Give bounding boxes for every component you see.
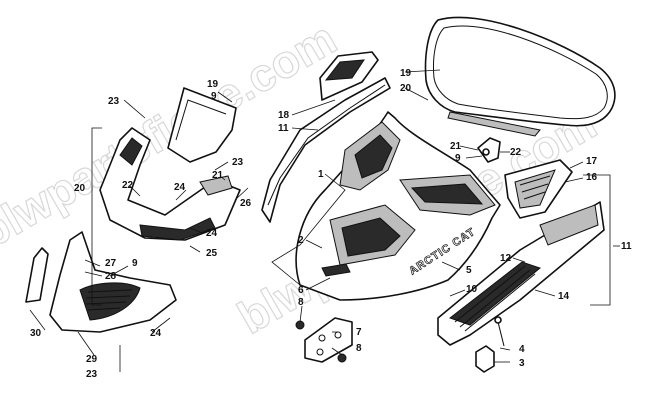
- skid-bracket-part: [304, 317, 353, 363]
- callout-9-headlight: 9: [211, 91, 217, 102]
- callout-12: 14: [558, 291, 570, 302]
- nut-parts: [295, 320, 347, 363]
- callout-23-mid: 23: [232, 157, 244, 168]
- callout-23-top: 23: [108, 96, 120, 107]
- callout-7: 7: [356, 327, 362, 338]
- callout-29: 29: [86, 354, 98, 365]
- side-panel-right-part: [437, 201, 605, 346]
- callout-9-right: 10: [466, 284, 478, 295]
- callout-14-right: 17: [586, 156, 598, 167]
- callout-30: 30: [30, 328, 42, 339]
- callout-10: 11: [621, 241, 632, 252]
- callout-25: 25: [206, 248, 218, 259]
- nose-assembly-part: [99, 127, 241, 241]
- callout-19: 19: [207, 79, 219, 90]
- callout-24-upper: 24: [174, 182, 186, 193]
- right-vent-part: [504, 159, 573, 219]
- callout-21: 21: [212, 170, 224, 181]
- callout-20: 20: [74, 183, 86, 194]
- callout-labels: 19 20 21 9 22 17 16 11 12 14 18 11 1 2 5…: [30, 68, 632, 380]
- callout-13: 16: [586, 172, 598, 183]
- callout-1: 1: [318, 169, 324, 180]
- side-panel-left-part: [261, 77, 391, 223]
- callout-3: 3: [519, 358, 525, 369]
- callout-17: 21: [450, 141, 462, 152]
- callout-24-mid: 24: [206, 228, 218, 239]
- callout-27: 27: [105, 258, 117, 269]
- callout-28: 28: [105, 271, 117, 282]
- callout-11-right: 12: [500, 253, 512, 264]
- callout-14-left: 18: [278, 110, 290, 121]
- callout-24-lower: 24: [150, 328, 162, 339]
- bracket-part: [477, 137, 501, 163]
- upper-vent-part: [319, 51, 379, 101]
- callout-16: 20: [400, 83, 412, 94]
- headlight-cover-part: [167, 87, 237, 163]
- callout-26: 26: [240, 198, 252, 209]
- callout-4: 4: [519, 344, 525, 355]
- callout-5: 5: [466, 265, 472, 276]
- callout-2: 2: [298, 235, 304, 246]
- callout-22: 22: [122, 180, 134, 191]
- clip-part: [475, 316, 505, 373]
- callout-11-left: 11: [278, 123, 289, 134]
- callout-8-lower: 8: [356, 343, 362, 354]
- callout-8-upper: 8: [298, 297, 304, 308]
- callout-9-bumper: 9: [132, 258, 138, 269]
- callout-6: 6: [298, 285, 304, 296]
- callout-15: 19: [400, 68, 412, 79]
- callout-23-bottom: 23: [86, 369, 98, 380]
- lower-bumper-part: [25, 231, 177, 333]
- windshield-part: [424, 16, 616, 137]
- callout-18: 22: [510, 147, 522, 158]
- callout-9-bracket: 9: [455, 153, 461, 164]
- leader-lines: [29, 69, 620, 372]
